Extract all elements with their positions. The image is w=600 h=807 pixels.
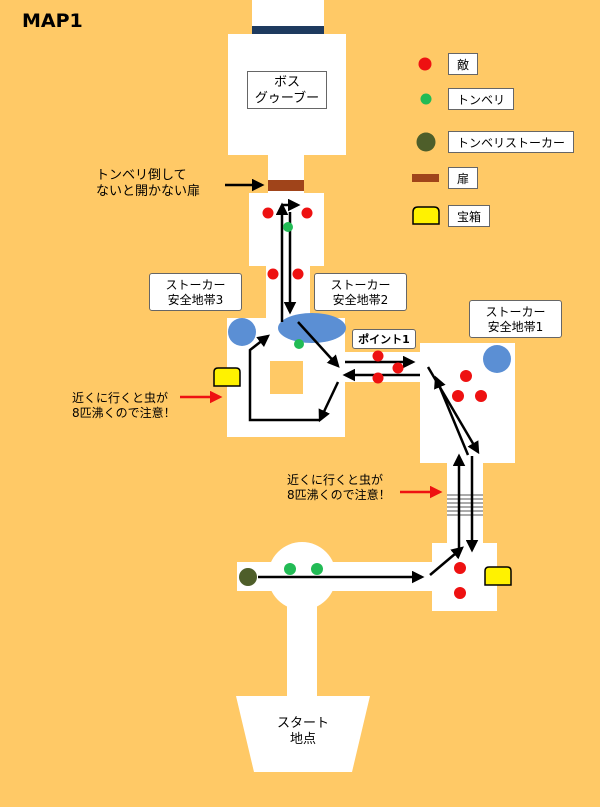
path-arrow [429,546,464,576]
bug-warning-left: 近くに行くと虫が 8匹沸くので注意！ [72,391,176,421]
legend-chest-label: 宝箱 [448,205,491,227]
legend-door-label: 扉 [448,167,479,189]
start-label-line2: 地点 [289,732,316,747]
point1-label: ポイント1 [352,329,416,349]
pillar [270,361,303,394]
safe-zone-2 [278,313,346,343]
safe-zone-2-callout: ストーカー 安全地帯2 [314,273,407,311]
chest-icon [213,367,241,387]
boss-label-line1: ボス [273,75,300,90]
enemy-marker [475,390,487,402]
safe-zone-1-title: ストーカー [485,305,546,319]
start-label-line1: スタート [276,716,329,731]
enemy-marker [292,268,304,280]
safe-zone-1-callout: ストーカー 安全地帯1 [469,300,562,338]
enemy-marker [267,268,279,280]
legend-stalker-label: トンベリストーカー [448,131,575,153]
boss-label: ボス グゥーブー [247,71,327,109]
enemy-marker [372,372,384,384]
enemy-marker [454,562,466,574]
map-title: MAP1 [22,10,83,32]
safe-zone-3-callout: ストーカー 安全地帯3 [149,273,242,311]
tonberi-marker [311,563,323,575]
boss-entrance-band [252,26,324,34]
legend-enemy-icon [418,57,432,71]
path-arrow [434,375,470,456]
legend-chest-icon [412,206,440,225]
path-arrow [248,334,320,422]
door-note: トンベリ倒して ないと開かない扉 [96,168,200,200]
legend-door-icon [412,174,439,182]
enemy-marker [372,350,384,362]
enemy-marker [262,207,274,219]
legend-stalker-icon [416,132,436,152]
bug-zone-stripes [447,494,483,516]
bug-warning-right: 近くに行くと虫が 8匹沸くので注意！ [287,473,391,503]
legend-tonberi-icon [420,93,432,105]
bug-warning-right-line1: 近くに行くと虫が [287,473,384,487]
bug-warning-right-line2: 8匹沸くので注意！ [287,488,391,502]
chest-icon [484,566,512,586]
start-area [236,696,370,772]
start-label: スタート 地点 [262,716,344,748]
safe-zone-1 [483,345,511,373]
safe-zone-2-title: ストーカー [330,278,391,292]
tonberi-marker [294,339,304,349]
safe-zone-3-title: ストーカー [165,278,226,292]
enemy-marker [301,207,313,219]
door-note-line1: トンベリ倒して [96,168,187,183]
tonberi-marker [284,563,296,575]
legend-tonberi-label: トンベリ [448,88,515,110]
bug-warning-left-line2: 8匹沸くので注意！ [72,406,176,420]
start-corridor [287,604,317,696]
door-note-line2: ないと開かない扉 [96,184,201,199]
tonberi-marker [283,222,293,232]
safe-zone-3-name: 安全地帯3 [167,293,224,307]
path-arrow [318,381,340,423]
boss-label-line2: グゥーブー [254,91,320,106]
door [268,180,304,191]
bug-warning-left-line1: 近くに行くと虫が [72,391,169,405]
enemy-marker [454,587,466,599]
safe-zone-2-name: 安全地帯2 [332,293,389,307]
safe-zone-3 [228,318,256,346]
safe-zone-1-name: 安全地帯1 [487,320,544,334]
enemy-marker [392,362,404,374]
stalker-marker [239,568,257,586]
enemy-marker [452,390,464,402]
enemy-marker [460,370,472,382]
path-arrow [297,321,340,368]
legend-enemy-label: 敵 [448,53,479,75]
